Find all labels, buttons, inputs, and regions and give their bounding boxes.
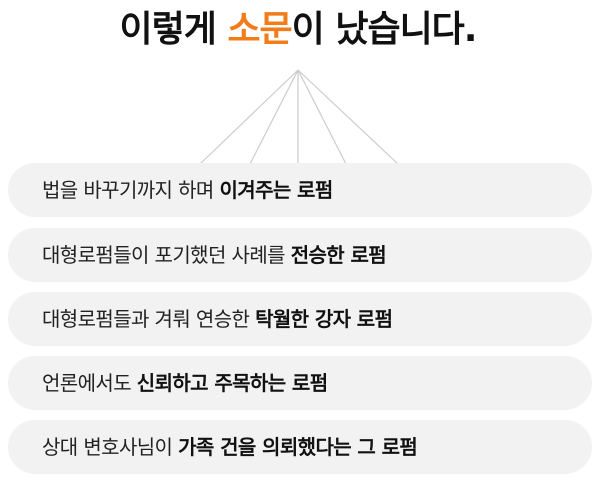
- title-text-before: 이렇게: [119, 9, 228, 50]
- item-regular-text: 대형로펌들이 포기했던 사례를: [42, 243, 291, 267]
- item-bold-text: 전승한 로펌: [290, 243, 387, 267]
- connector-line: [249, 69, 299, 165]
- title-accent-text: 소문: [227, 9, 292, 50]
- connector-line: [297, 69, 399, 165]
- item-bold-text: 가족 건을 의뢰했다는 그 로펌: [178, 435, 418, 459]
- page-title: 이렇게 소문이 났습니다.: [0, 4, 596, 56]
- item-regular-text: 언론에서도: [42, 371, 137, 395]
- connector-line: [297, 69, 347, 165]
- title-text-after: 이 났습니다.: [291, 9, 478, 50]
- item-regular-text: 상대 변호사님이: [42, 435, 179, 459]
- list-item: 언론에서도 신뢰하고 주목하는 로펌: [8, 356, 592, 410]
- list-item: 상대 변호사님이 가족 건을 의뢰했다는 그 로펌: [8, 420, 592, 474]
- item-regular-text: 대형로펌들과 겨뤄 연승한: [42, 307, 256, 331]
- list-item: 대형로펌들이 포기했던 사례를 전승한 로펌: [8, 228, 592, 282]
- item-regular-text: 법을 바꾸기까지 하며: [42, 178, 220, 202]
- list-item: 대형로펌들과 겨뤄 연승한 탁월한 강자 로펌: [8, 292, 592, 346]
- item-bold-text: 탁월한 강자 로펌: [255, 307, 393, 331]
- item-bold-text: 신뢰하고 주목하는 로펌: [136, 371, 328, 395]
- connector-line: [199, 69, 299, 165]
- item-bold-text: 이겨주는 로펌: [219, 178, 333, 202]
- list-item: 법을 바꾸기까지 하며 이겨주는 로펌: [8, 163, 592, 217]
